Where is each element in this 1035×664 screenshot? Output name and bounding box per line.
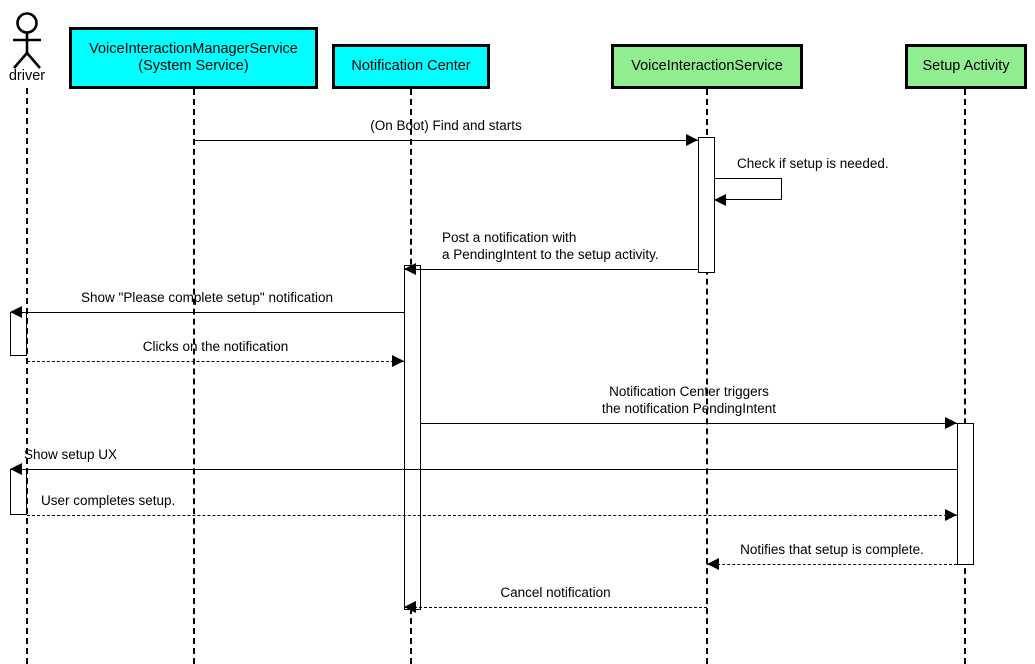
participant-head-setup[interactable]: Setup Activity (905, 44, 1027, 89)
message-arrowhead-6 (945, 417, 957, 429)
activation-bar-notif (404, 265, 421, 610)
message-line-6 (421, 423, 957, 424)
message-label-6: Notification Center triggers the notific… (601, 384, 777, 416)
message-label-3: Post a notification with a PendingIntent… (442, 230, 659, 262)
message-arrowhead-8 (945, 509, 957, 521)
message-line-3 (404, 269, 698, 270)
actor-label: driver (8, 68, 46, 84)
participant-label-vis: VoiceInteractionService (631, 58, 783, 75)
message-label-5: Clicks on the notification (142, 339, 289, 354)
lifeline-driver (26, 88, 28, 664)
message-line-7 (10, 469, 957, 470)
message-label-2: Check if setup is needed. (737, 156, 889, 171)
message-label-1: (On Boot) Find and starts (370, 118, 522, 133)
message-label-9: Notifies that setup is complete. (740, 542, 924, 557)
message-line-10 (404, 607, 707, 608)
message-arrowhead-5 (392, 355, 404, 367)
lifeline-vims (193, 89, 195, 664)
message-label-8: User completes setup. (41, 493, 176, 508)
message-arrowhead-7 (10, 463, 22, 475)
lifeline-vis (706, 89, 708, 664)
activation-bar-setup (957, 423, 974, 565)
message-arrowhead-3 (404, 263, 416, 275)
participant-head-notif[interactable]: Notification Center (332, 44, 490, 89)
message-line-8 (27, 515, 957, 516)
message-line-9 (707, 564, 957, 565)
message-arrowhead-1 (686, 134, 698, 146)
activation-bar-driver (10, 469, 27, 515)
message-arrowhead-10 (404, 601, 416, 613)
participant-label-notif: Notification Center (351, 58, 471, 75)
self-message-arrowhead-2 (714, 194, 726, 206)
message-line-4 (10, 312, 404, 313)
message-label-10: Cancel notification (500, 585, 611, 600)
message-arrowhead-4 (10, 306, 22, 318)
message-arrowhead-9 (707, 558, 719, 570)
participant-head-vis[interactable]: VoiceInteractionService (611, 44, 803, 89)
participant-head-vims[interactable]: VoiceInteractionManagerService (System S… (69, 27, 318, 89)
message-label-4: Show "Please complete setup" notificatio… (81, 290, 333, 305)
actor-icon (13, 12, 41, 69)
activation-bar-driver (10, 312, 27, 356)
actor-driver[interactable] (5, 12, 49, 70)
self-message-line-2 (715, 178, 782, 200)
participant-label-vims: VoiceInteractionManagerService (System S… (89, 41, 298, 74)
message-line-5 (27, 361, 404, 362)
message-line-1 (194, 140, 698, 141)
message-label-7: Show setup UX (24, 447, 118, 462)
participant-label-setup: Setup Activity (922, 58, 1010, 75)
lifeline-setup (964, 89, 966, 664)
